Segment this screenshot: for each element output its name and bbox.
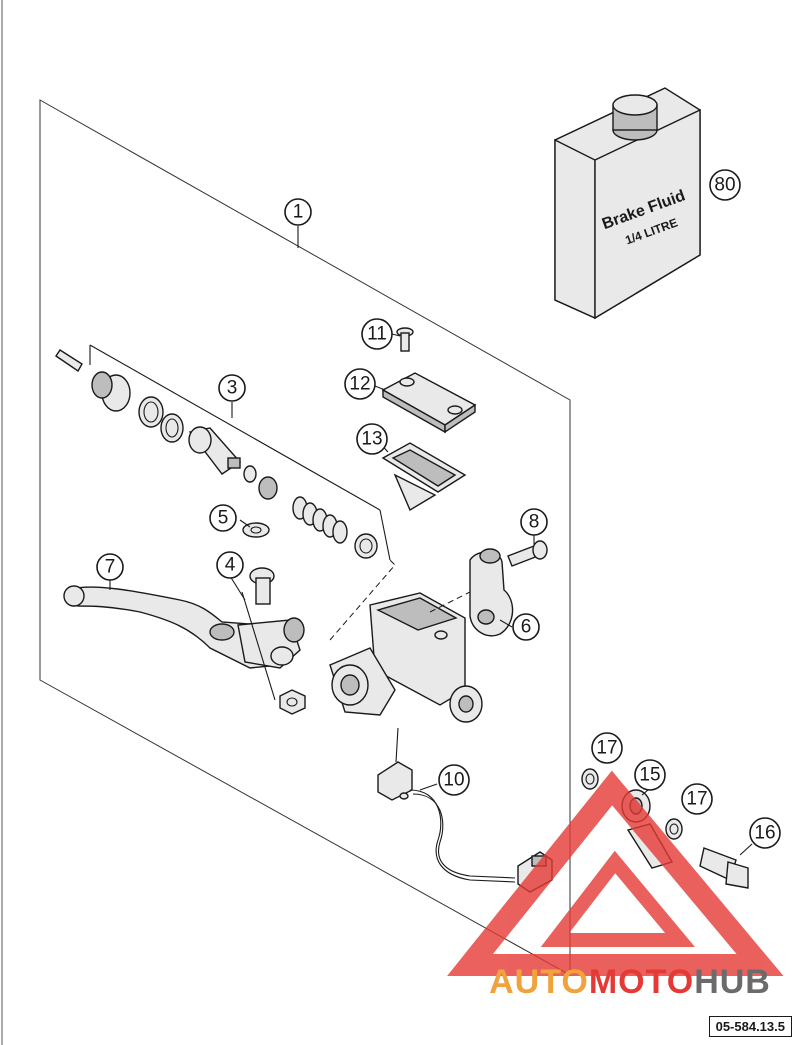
callout: 17 xyxy=(681,783,713,815)
svg-text:10: 10 xyxy=(443,770,464,791)
brake-lever xyxy=(63,585,281,669)
svg-text:6: 6 xyxy=(521,617,532,638)
callout: 17 xyxy=(591,732,623,764)
pin xyxy=(55,349,83,373)
washer xyxy=(243,465,257,483)
pivot-bracket xyxy=(237,617,305,669)
reservoir-cover xyxy=(381,372,477,434)
seal-ring xyxy=(138,396,164,428)
svg-text:13: 13 xyxy=(361,429,382,450)
watermark-part3: HUB xyxy=(694,963,771,1001)
svg-text:11: 11 xyxy=(367,324,387,345)
callout: 6 xyxy=(512,613,540,641)
can-cap xyxy=(612,94,658,141)
svg-text:5: 5 xyxy=(218,508,229,529)
banjo-bolt xyxy=(699,847,749,889)
sealing-washer-17a xyxy=(581,768,599,790)
svg-text:17: 17 xyxy=(596,738,617,759)
callout: 13 xyxy=(356,423,388,455)
piston-kit xyxy=(55,344,391,561)
callout: 8 xyxy=(520,508,548,536)
piston xyxy=(188,426,242,475)
callout: 12 xyxy=(344,368,376,400)
pivot-bolt xyxy=(249,567,275,605)
watermark-logo: AUTOMOTOHUB xyxy=(489,963,771,1001)
leader-lines xyxy=(109,226,753,856)
callout: 15 xyxy=(634,759,666,791)
callout: 5 xyxy=(209,504,237,532)
svg-text:3: 3 xyxy=(227,378,238,399)
dust-boot xyxy=(91,371,131,412)
assembly-frame xyxy=(39,99,571,976)
callout: 1 xyxy=(284,198,312,226)
watermark-part1: AUTO xyxy=(489,963,589,1001)
brake-light-switch xyxy=(377,727,553,893)
spring xyxy=(292,496,348,544)
svg-text:80: 80 xyxy=(714,175,735,196)
cup-seal xyxy=(258,476,278,500)
callout: 7 xyxy=(96,553,124,581)
handlebar-clamp xyxy=(469,548,514,637)
seal-ring xyxy=(160,413,184,443)
svg-text:1: 1 xyxy=(293,202,304,223)
sealing-washer-17b xyxy=(665,818,683,840)
callout: 80 xyxy=(709,169,741,201)
brake-fluid-can: Brake Fluid 1/4 LITRE xyxy=(554,87,701,320)
callout: 11 xyxy=(361,318,393,350)
pivot-nut xyxy=(279,689,306,715)
svg-text:17: 17 xyxy=(686,789,707,810)
svg-text:4: 4 xyxy=(225,555,236,576)
svg-text:12: 12 xyxy=(349,374,370,395)
callout: 3 xyxy=(218,374,246,402)
drawing-number: 05-584.13.5 xyxy=(708,1016,792,1037)
o-ring xyxy=(354,533,378,559)
reservoir-diaphragm xyxy=(381,442,467,512)
svg-text:7: 7 xyxy=(105,557,116,578)
cover-screw xyxy=(396,327,414,352)
callout: 16 xyxy=(749,817,781,849)
clamp-bolt xyxy=(507,540,548,567)
callout: 4 xyxy=(216,551,244,579)
callout: 10 xyxy=(438,764,470,796)
svg-text:15: 15 xyxy=(639,765,660,786)
master-cylinder-body xyxy=(329,592,483,723)
watermark-triangle xyxy=(447,770,784,976)
svg-text:8: 8 xyxy=(529,512,540,533)
svg-text:16: 16 xyxy=(754,823,775,844)
watermark-part2: MOTO xyxy=(589,963,694,1001)
